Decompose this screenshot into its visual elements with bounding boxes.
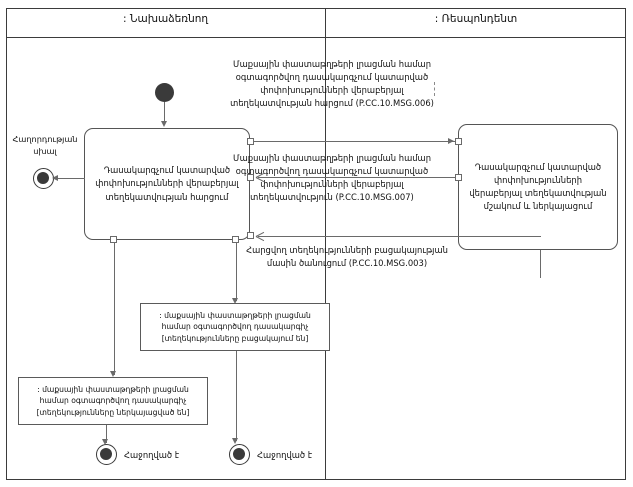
- final-node-success-right[interactable]: [229, 444, 250, 465]
- pin-process-in: [455, 138, 462, 145]
- arrowhead-msg-006: [448, 138, 454, 144]
- message-tick-msg-006: [434, 82, 435, 96]
- flow-request-to-object-provided: [114, 243, 115, 375]
- flow-msg-007: [258, 177, 456, 178]
- flow-object-provided-to-final: [106, 425, 107, 443]
- message-label-msg-007: Մաքսային փաստաթղթերի լրացման համար օգտագ…: [232, 153, 432, 203]
- label-success-right: Հաջողված է: [257, 450, 313, 460]
- object-node-information-provided[interactable]: : մաքսային փաստաթղթերի լրացման համար օգտ…: [18, 377, 208, 425]
- final-node-success-left[interactable]: [96, 444, 117, 465]
- swimlane-title-initiator: : Նախաձեռնող: [122, 13, 209, 25]
- initial-node[interactable]: [155, 83, 174, 102]
- activity-request-information[interactable]: Դասակարգչում կատարված փոփոխությունների վ…: [84, 128, 250, 240]
- arrowhead-request-to-object-provided: [110, 371, 116, 377]
- swimlane-divider: [325, 8, 326, 480]
- label-transmission-error: Հաղորդության սխալ: [12, 134, 78, 157]
- activity-process-information[interactable]: Դասակարգչում կատարված փոփոխությունների վ…: [458, 124, 618, 250]
- final-node-transmission-error[interactable]: [33, 168, 54, 189]
- pin-request-in-msg003: [247, 232, 254, 239]
- pin-request-in-msg007: [247, 174, 254, 181]
- flow-msg-006: [254, 141, 455, 142]
- pin-process-out: [455, 174, 462, 181]
- swimlane-header-band: [6, 8, 626, 38]
- arrowhead-request-to-error: [52, 175, 58, 181]
- flow-request-to-error: [55, 178, 85, 179]
- arrowhead-msg-007: [256, 173, 264, 181]
- swimlane-title-respondent: : Ռեսպոնդենտ: [434, 13, 518, 25]
- flow-object-missing-to-final: [236, 351, 237, 441]
- object-node-information-missing[interactable]: : մաքսային փաստաթղթերի լրացման համար օգտ…: [140, 303, 330, 351]
- arrowhead-object-missing-to-final: [232, 438, 238, 444]
- arrowhead-msg-003: [256, 232, 264, 240]
- label-success-left: Հաջողված է: [124, 450, 180, 460]
- pin-request-out-msg006: [247, 138, 254, 145]
- pin-request-out-right: [232, 236, 239, 243]
- message-label-msg-006: Մաքսային փաստաթղթերի լրացման համար օգտագ…: [230, 59, 434, 109]
- flow-initial-to-request: [164, 102, 165, 122]
- arrowhead-initial-to-request: [161, 121, 167, 127]
- pin-request-out-left: [110, 236, 117, 243]
- flow-request-to-object-missing: [236, 243, 237, 301]
- flow-msg-003-horizontal: [258, 236, 541, 237]
- flow-msg-003-vertical: [540, 250, 541, 278]
- arrowhead-object-provided-to-final: [102, 439, 108, 445]
- message-label-msg-003: Հարցվող տեղեկությունների բացակայության մ…: [246, 245, 448, 269]
- diagram-frame: [6, 8, 626, 480]
- arrowhead-request-to-object-missing: [232, 298, 238, 304]
